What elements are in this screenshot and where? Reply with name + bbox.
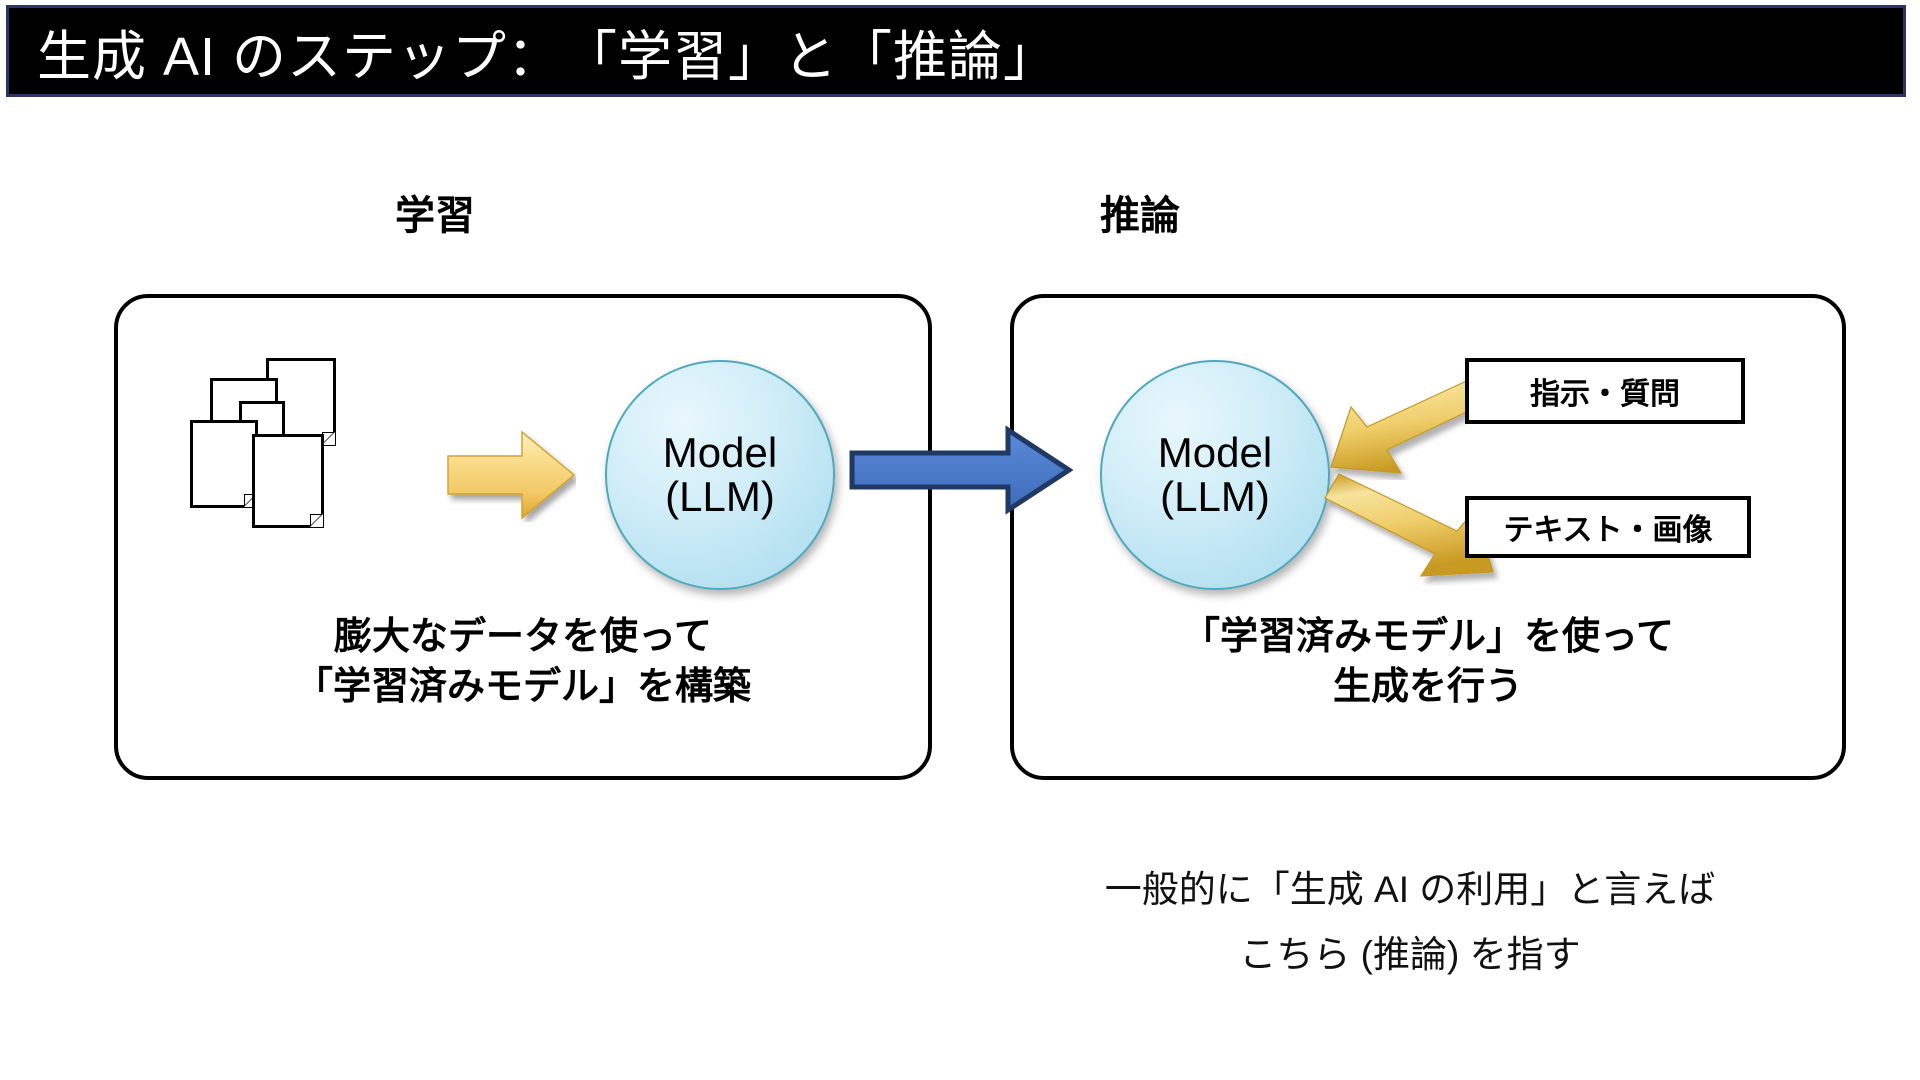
bottom-note: 一般的に「生成 AI の利用」と言えば こちら (推論) を指す xyxy=(960,858,1860,988)
gold-right-arrow-icon xyxy=(447,430,576,520)
document-icon xyxy=(252,434,324,528)
model-label-line1: Model xyxy=(662,429,778,477)
bottom-note-line1: 一般的に「生成 AI の利用」と言えば xyxy=(1104,869,1716,910)
gold-output-arrow-icon xyxy=(1324,473,1494,577)
caption-inference-line2: 生成を行う xyxy=(1332,666,1523,709)
model-circle-training: Model (LLM) xyxy=(605,360,835,590)
io-box-prompt: 指示・質問 xyxy=(1465,358,1745,424)
model-label-line2: (LLM) xyxy=(665,473,775,520)
caption-training-line2: 「学習済みモデル」を構築 xyxy=(294,666,751,709)
model-label-line2: (LLM) xyxy=(1160,473,1270,520)
document-stack-icon xyxy=(190,358,405,538)
caption-inference-line1: 「学習済みモデル」を使って xyxy=(1181,616,1675,658)
model-label-line1: Model xyxy=(1157,429,1273,477)
model-circle-inference: Model (LLM) xyxy=(1100,360,1330,590)
bottom-note-line2: こちら (推論) を指す xyxy=(1239,933,1581,975)
io-label-output: テキスト・画像 xyxy=(1503,514,1713,547)
io-label-prompt: 指示・質問 xyxy=(1530,378,1680,411)
caption-inference: 「学習済みモデル」を使って 生成を行う xyxy=(1010,612,1846,712)
section-heading-inference: 推論 xyxy=(1100,194,1180,238)
section-heading-training: 学習 xyxy=(395,194,475,238)
page-title: 生成 AI のステップ： 「学習」と「推論」 xyxy=(37,26,1059,87)
io-box-output: テキスト・画像 xyxy=(1465,496,1751,558)
blue-connector-arrow-icon xyxy=(849,425,1074,515)
document-icon xyxy=(190,420,258,508)
slide-title-bar: 生成 AI のステップ： 「学習」と「推論」 xyxy=(6,5,1906,97)
caption-training: 膨大なデータを使って 「学習済みモデル」を構築 xyxy=(114,612,932,712)
caption-training-line1: 膨大なデータを使って xyxy=(333,616,713,658)
